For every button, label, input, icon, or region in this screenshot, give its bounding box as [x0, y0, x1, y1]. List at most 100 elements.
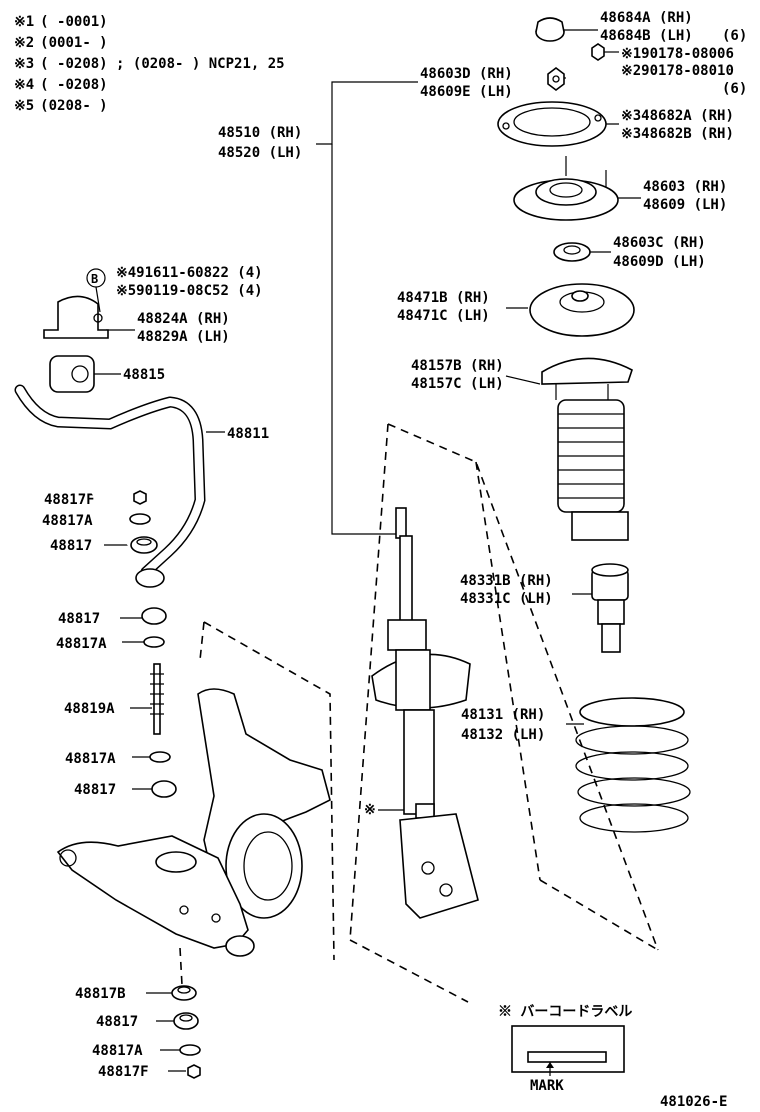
nut-48603d [547, 67, 565, 91]
note-range-5: (0208- ) [40, 98, 107, 114]
bushing-48817-bottom [173, 1012, 199, 1030]
label-90178-08006: ※190178-08006 [621, 46, 734, 62]
washer-48817a-top [129, 513, 151, 525]
dust-cap-48684 [535, 17, 565, 42]
label-48819a: 48819A [64, 701, 115, 717]
label-strut-mark: ※ [364, 802, 376, 818]
assembly-outlines [179, 423, 659, 1003]
label-48331b: 48331B (RH) [460, 573, 553, 589]
stabilizer-end [135, 568, 165, 588]
barcode-label-title: ※ バーコードラベル [498, 1004, 632, 1020]
label-48682a: ※348682A (RH) [621, 108, 734, 124]
svg-text:※5(0208- ): ※5 (0208- ) [14, 98, 108, 114]
label-48684-qty: (6) [722, 28, 747, 44]
svg-text:※2(0001- ): ※2 (0001- ) [14, 35, 108, 51]
label-48684a: 48684A (RH) [600, 10, 693, 26]
label-48829a: 48829A (LH) [137, 329, 230, 345]
label-48471c: 48471C (LH) [397, 308, 490, 324]
label-48471b: 48471B (RH) [397, 290, 490, 306]
callout-b-letter: B [91, 272, 98, 286]
label-48603: 48603 (RH) [643, 179, 727, 195]
label-48684b: 48684B (LH) [600, 28, 693, 44]
note-mark-5: ※5 [14, 98, 34, 114]
label-48609e: 48609E (LH) [420, 84, 513, 100]
barcode-label-outline [511, 1025, 625, 1073]
label-48817-upper-link: 48817 [58, 611, 100, 627]
washer-48817a-bottom [179, 1044, 201, 1056]
link-48819a [150, 663, 164, 735]
part-labels: 48684A (RH) 48684B (LH) (6) ※190178-0800… [42, 10, 747, 1110]
label-48817-lower-link: 48817 [74, 782, 116, 798]
note-mark-1: ※1 [14, 14, 34, 30]
bushing-48817-top [130, 536, 158, 554]
lower-arm [56, 835, 249, 949]
strut-support-48603 [513, 156, 619, 221]
washer-48817a-lower-link [149, 751, 171, 763]
label-48603d: 48603D (RH) [420, 66, 513, 82]
bump-stop-48331 [591, 563, 629, 653]
svg-text:※4( -0208): ※4 ( -0208) [14, 77, 108, 93]
label-48132: 48132 (LH) [461, 727, 545, 743]
label-48157b: 48157B (RH) [411, 358, 504, 374]
barcode-mark-text: MARK [530, 1078, 564, 1094]
washer-48817a-upper-link [143, 636, 165, 648]
label-90119-08c52: ※590119-08C52 (4) [116, 283, 263, 299]
label-48817-top: 48817 [50, 538, 92, 554]
bushing-48817b [171, 985, 197, 1001]
label-91611-60822: ※491611-60822 (4) [116, 265, 263, 281]
nut-90178 [591, 43, 605, 61]
strut-48510 [371, 507, 479, 919]
label-48603c: 48603C (RH) [613, 235, 706, 251]
label-48824a: 48824A (RH) [137, 311, 230, 327]
label-48817f-top: 48817F [44, 492, 95, 508]
label-48157c: 48157C (LH) [411, 376, 504, 392]
label-90178-08010: ※290178-08010 [621, 63, 734, 79]
label-48815: 48815 [123, 367, 165, 383]
bushing-48817-upper-link [141, 607, 167, 625]
boot-48157 [541, 357, 633, 541]
note-range-3: ( -0208) ; (0208- ) NCP21, 25 [40, 56, 284, 72]
stabilizer-bar-group [14, 295, 206, 798]
leader-lines [94, 29, 641, 1072]
label-48817a-lower-link: 48817A [65, 751, 116, 767]
label-90178-qty: (6) [722, 81, 747, 97]
label-48609: 48609 (LH) [643, 197, 727, 213]
label-48817-bottom: 48817 [96, 1014, 138, 1030]
mount-plate-48682 [497, 101, 607, 147]
note-range-2: (0001- ) [40, 35, 107, 51]
label-48817b: 48817B [75, 986, 126, 1002]
svg-text:※1( -0001): ※1 ( -0001) [14, 14, 108, 30]
callout-b: B [86, 268, 106, 288]
coil-spring-48131 [575, 697, 691, 833]
svg-text:※3( -0208) ; (0208- ): ※3 ( -0208) ; (0208- ) NCP21, 25 [14, 56, 285, 72]
label-48817a-upper-link: 48817A [56, 636, 107, 652]
bushing-48815 [49, 355, 95, 393]
strut-mount-stack [497, 17, 691, 833]
upper-seat-48471 [529, 283, 635, 337]
barcode-label-box [511, 1025, 625, 1076]
label-48520: 48520 (LH) [218, 145, 302, 161]
note-mark-2: ※2 [14, 35, 34, 51]
bushing-48817-lower-link [151, 780, 177, 798]
barcode-mark-area [527, 1051, 607, 1063]
note-range-4: ( -0208) [40, 77, 107, 93]
note-mark-3: ※3 [14, 56, 34, 72]
label-48817f-bottom: 48817F [98, 1064, 149, 1080]
note-mark-4: ※4 [14, 77, 34, 93]
knuckle-lower-arm [56, 688, 331, 957]
bottom-bushing-stack [171, 985, 201, 1079]
diagram-number: 481026-E [660, 1094, 727, 1110]
label-48817a-bottom: 48817A [92, 1043, 143, 1059]
note-range-1: ( -0001) [40, 14, 107, 30]
nut-48817f-bottom [187, 1064, 201, 1079]
label-48682b: ※348682B (RH) [621, 126, 734, 142]
label-48811: 48811 [227, 426, 269, 442]
nut-48817f-top [133, 490, 147, 505]
bracket-48824 [43, 295, 109, 339]
bearing-48603c [553, 242, 591, 262]
label-48609d: 48609D (LH) [613, 254, 706, 270]
label-48131: 48131 (RH) [461, 707, 545, 723]
label-48510: 48510 (RH) [218, 125, 302, 141]
applicability-notes: ※1 ( -0001) ※2 (0001- ) ※3 ( -0208) ; (0208… [14, 14, 285, 114]
